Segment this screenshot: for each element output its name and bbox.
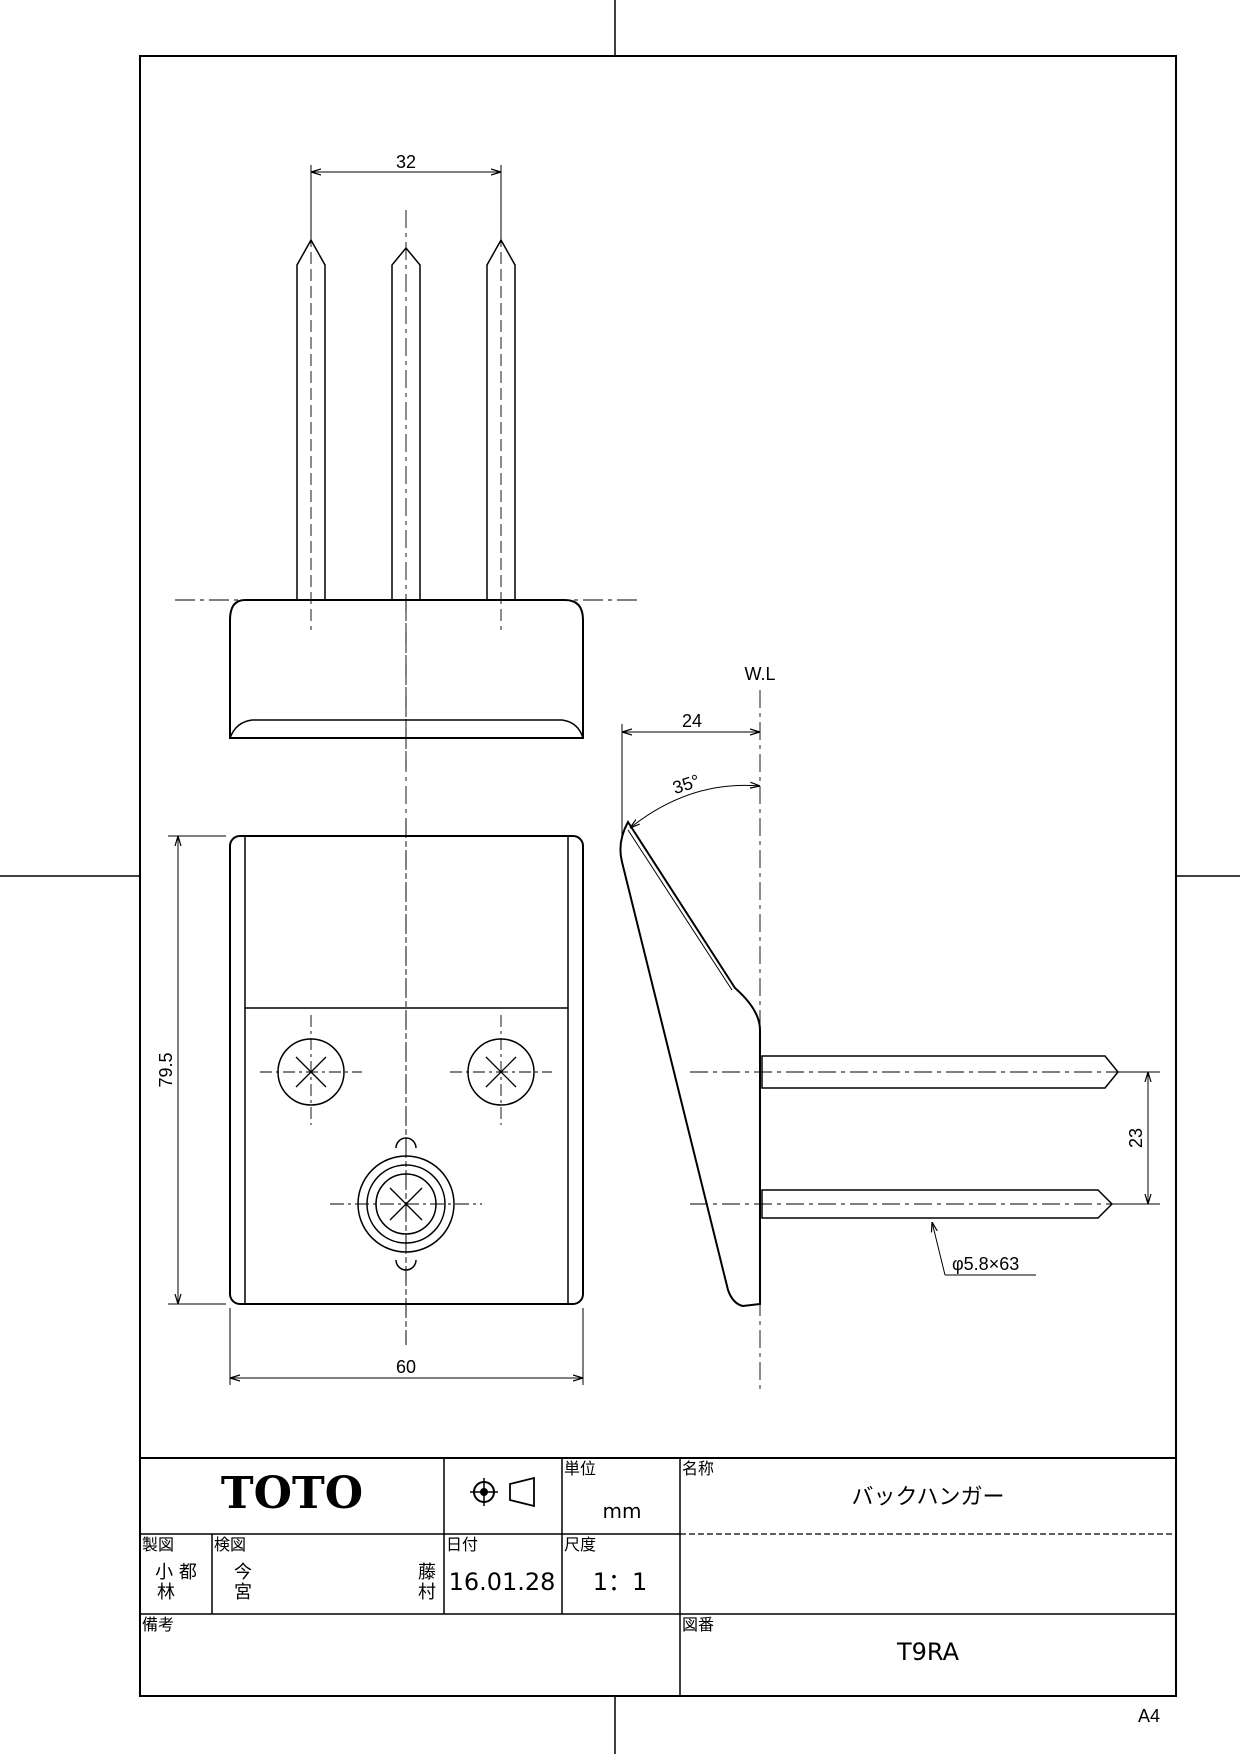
dim-23-label: 23: [1126, 1128, 1146, 1148]
dim-32-label: 32: [396, 152, 416, 172]
screw-right: [486, 235, 516, 630]
dim-35-label: 35°: [670, 771, 702, 798]
toto-logo: TOTO: [221, 1468, 363, 1519]
scale-label: 尺度: [564, 1535, 596, 1554]
dim-79-5-label: 79.5: [156, 1052, 176, 1087]
dim-24-label: 24: [682, 711, 702, 731]
dim-top-spacing: 32: [310, 152, 502, 240]
drawn-by-top: 小 都: [155, 1562, 197, 1583]
product-name: バックハンガー: [852, 1485, 1005, 1510]
paper-size-label: A4: [1138, 1706, 1160, 1726]
drawn-by-bottom: 林: [157, 1582, 175, 1603]
screw-spec-label: φ5.8×63: [952, 1254, 1019, 1274]
unit-label: 単位: [564, 1459, 596, 1478]
drawing-no-label: 図番: [682, 1615, 714, 1634]
drawing-number: T9RA: [896, 1638, 960, 1666]
side-view: W.L: [619, 664, 1160, 1390]
dim-height: 79.5: [156, 835, 226, 1305]
drawn-label: 製図: [142, 1535, 174, 1554]
approved-by-1: 藤: [418, 1562, 436, 1583]
scale-value: 1：1: [593, 1568, 648, 1596]
hanger-hole: [330, 1137, 482, 1271]
screw-hole-left: [260, 1015, 362, 1125]
screw-hole-right: [450, 1015, 552, 1125]
water-line-label: W.L: [744, 664, 775, 684]
title-block: TOTO 単位 mm 名称 バックハンガー 製図 小 都 林 検図 今 宮 藤 …: [139, 1457, 1177, 1697]
top-view-body: [229, 599, 584, 770]
approved-by-2: 村: [418, 1582, 436, 1603]
front-view-body: [229, 820, 584, 1345]
checked-label: 検図: [214, 1535, 246, 1554]
checked-by-2: 宮: [234, 1582, 252, 1603]
dim-width: 60: [229, 1308, 584, 1385]
screw-left: [296, 235, 326, 630]
third-angle-projection-icon: [470, 1476, 535, 1508]
unit-value: mm: [603, 1499, 642, 1523]
screw-spec-leader: φ5.8×63: [932, 1222, 1036, 1276]
remarks-label: 備考: [142, 1615, 174, 1634]
date-value: 16.01.28: [449, 1568, 556, 1596]
dim-screw-spacing: 23: [1118, 1071, 1160, 1205]
name-label: 名称: [682, 1459, 714, 1478]
date-label: 日付: [446, 1535, 478, 1554]
dim-depth: 24: [621, 711, 760, 840]
dim-60-label: 60: [396, 1357, 416, 1377]
checked-by-1: 今: [234, 1562, 252, 1583]
dim-angle: 35°: [630, 771, 760, 828]
